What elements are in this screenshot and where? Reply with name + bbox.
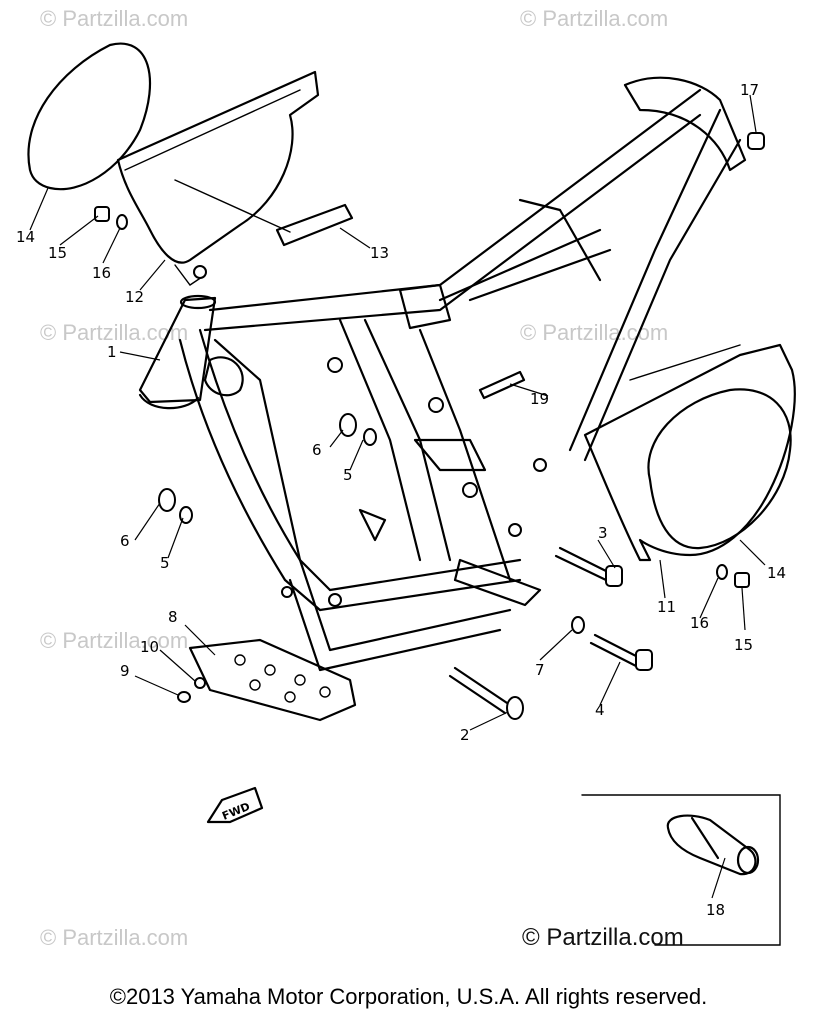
motorcycle-frame — [138, 76, 747, 672]
callout-labels: 1 2 3 4 5 5 6 6 7 8 9 10 11 12 13 14 14 … — [16, 81, 786, 919]
callout-label: 14 — [16, 228, 35, 246]
callout-label: 2 — [460, 726, 470, 744]
watermark: © Partzilla.com — [40, 628, 188, 653]
callout-label: 13 — [370, 244, 389, 262]
watermark: © Partzilla.com — [520, 6, 668, 31]
callout-label: 6 — [120, 532, 130, 550]
brand-watermark: © Partzilla.com — [522, 924, 684, 951]
callout-label: 19 — [530, 390, 549, 408]
side-cover-right — [583, 343, 796, 562]
leader-lines — [29, 94, 766, 899]
callout-label: 10 — [140, 638, 159, 656]
plate-13 — [174, 179, 354, 247]
copyright-notice: ©2013 Yamaha Motor Corporation, U.S.A. A… — [109, 984, 708, 1009]
watermark: © Partzilla.com — [40, 320, 188, 345]
callout-label: 18 — [706, 901, 725, 919]
side-cover-left — [27, 42, 320, 286]
callout-label: 7 — [535, 661, 545, 679]
callout-label: 8 — [168, 608, 178, 626]
callout-label: 9 — [120, 662, 130, 680]
watermark: © Partzilla.com — [40, 925, 188, 950]
skid-plate — [188, 638, 357, 722]
hardware — [94, 132, 765, 720]
callout-label: 11 — [657, 598, 676, 616]
callout-label: 1 — [107, 343, 117, 361]
callout-label: 5 — [160, 554, 170, 572]
callout-label: 17 — [740, 81, 759, 99]
fwd-arrow: FWD — [206, 786, 264, 824]
callout-label: 16 — [92, 264, 111, 282]
callout-label: 15 — [734, 636, 753, 654]
callout-label: 12 — [125, 288, 144, 306]
callout-label: 14 — [767, 564, 786, 582]
callout-label: 4 — [595, 701, 605, 719]
callout-label: 6 — [312, 441, 322, 459]
watermark: © Partzilla.com — [520, 320, 668, 345]
callout-label: 5 — [343, 466, 353, 484]
callout-label: 15 — [48, 244, 67, 262]
inset-part-18 — [581, 794, 781, 946]
watermark-layer: © Partzilla.com © Partzilla.com © Partzi… — [40, 6, 668, 950]
callout-label: 16 — [690, 614, 709, 632]
callout-label: 3 — [598, 524, 608, 542]
watermark: © Partzilla.com — [40, 6, 188, 31]
